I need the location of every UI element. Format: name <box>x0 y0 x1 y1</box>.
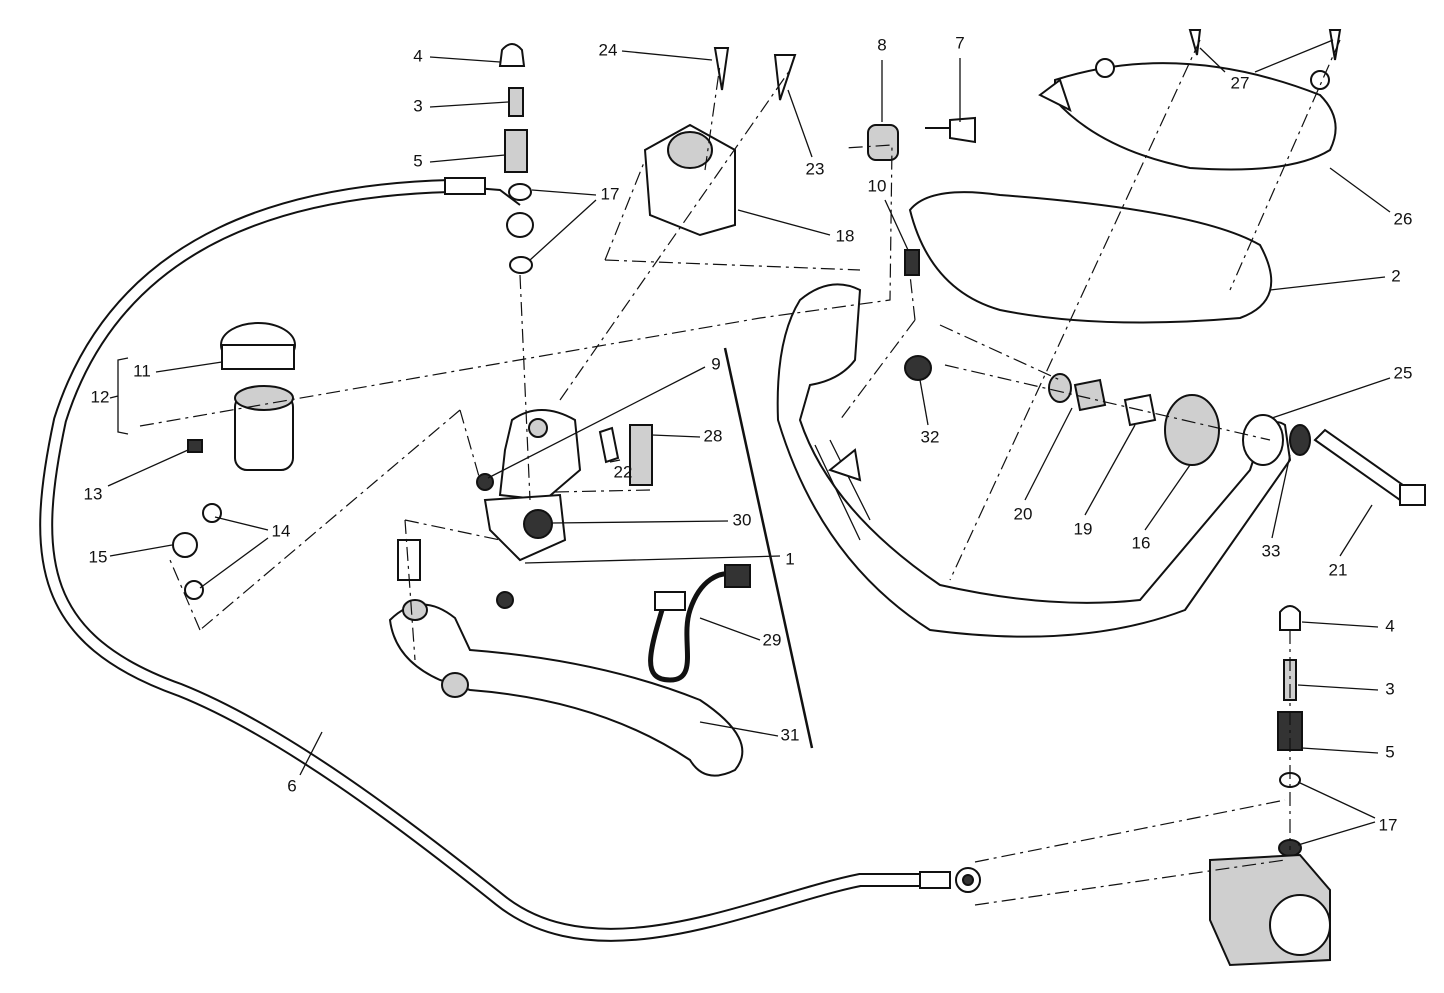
fluid-reservoir <box>172 322 296 600</box>
callout-label: 21 <box>1329 560 1348 579</box>
callout-label: 5 <box>413 151 422 170</box>
master-cylinder <box>397 409 653 609</box>
callout-label: 26 <box>1394 209 1413 228</box>
callout-label: 25 <box>1394 363 1413 382</box>
callout-label: 15 <box>89 547 108 566</box>
callout-label: 33 <box>1262 541 1281 560</box>
callout-label: 3 <box>1385 679 1394 698</box>
slave-cylinder <box>1209 605 1331 967</box>
callout-label: 9 <box>711 354 720 373</box>
callout-label: 13 <box>84 484 103 503</box>
lever-31 <box>388 599 744 777</box>
callout-label: 17 <box>1379 815 1398 834</box>
callout-label: 14 <box>272 521 291 540</box>
hose-6 <box>39 177 981 942</box>
callout-labels: 4 3 5 17 24 23 18 8 7 10 27 26 2 25 32 2… <box>84 33 1413 834</box>
lever-guard-frame <box>776 283 1292 638</box>
callout-label: 3 <box>413 96 422 115</box>
callout-label: 1 <box>785 549 794 568</box>
callout-label: 4 <box>1385 616 1394 635</box>
banjo-fitting-top <box>498 43 534 274</box>
callout-label: 27 <box>1231 73 1250 92</box>
callout-label: 22 <box>614 462 633 481</box>
callout-label: 7 <box>955 33 964 52</box>
leader-lines <box>107 39 1391 846</box>
callout-label: 29 <box>763 630 782 649</box>
callout-label: 30 <box>733 510 752 529</box>
callout-label: 16 <box>1132 533 1151 552</box>
callout-label: 20 <box>1014 504 1033 523</box>
callout-label: 4 <box>413 46 422 65</box>
cover-26 <box>1038 29 1342 171</box>
callout-label: 31 <box>781 725 800 744</box>
callout-label: 2 <box>1391 266 1400 285</box>
handlebar-clamp-18 <box>643 47 797 237</box>
assembly-lines <box>139 39 1341 906</box>
assembly-bracket-1 <box>723 347 814 749</box>
callout-label: 24 <box>599 40 618 59</box>
callout-label: 6 <box>287 776 296 795</box>
callout-label: 17 <box>601 184 620 203</box>
callout-label: 32 <box>921 427 940 446</box>
callout-label: 18 <box>836 226 855 245</box>
pad-2 <box>908 191 1273 324</box>
callout-label: 10 <box>868 176 887 195</box>
callout-label: 28 <box>704 426 723 445</box>
hardware-parts <box>867 116 1426 506</box>
callout-label: 19 <box>1074 519 1093 538</box>
assembly-bracket-12 <box>109 357 129 435</box>
switch-29 <box>648 564 751 683</box>
callout-label: 12 <box>91 387 110 406</box>
callout-label: 8 <box>877 35 886 54</box>
callout-label: 5 <box>1385 742 1394 761</box>
callout-label: 23 <box>806 159 825 178</box>
callout-label: 11 <box>133 361 151 380</box>
